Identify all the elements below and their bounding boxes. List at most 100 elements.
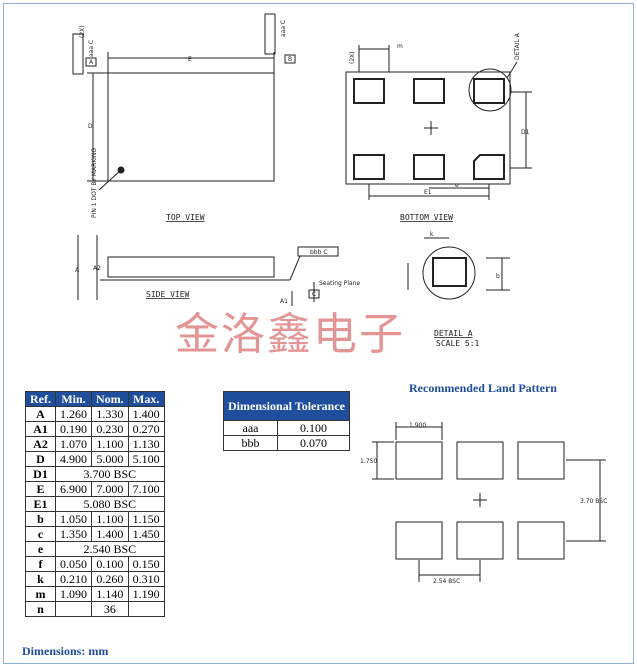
- dim-A2-label: A2: [93, 265, 101, 272]
- cell-ref: n: [25, 601, 56, 617]
- cell-value: 0.070: [276, 435, 351, 451]
- tolerance-header: Dimensional Tolerance: [222, 391, 351, 421]
- cell-min: 4.900: [55, 451, 92, 467]
- cell-max: 0.270: [127, 421, 165, 437]
- cell-nom: 1.140: [91, 586, 129, 602]
- datum-A-box: [85, 57, 97, 67]
- side-view-label: SIDE VIEW: [146, 290, 190, 299]
- cell-min: 1.260: [55, 406, 92, 422]
- detail-a-pad: [432, 257, 467, 287]
- cell-max: 1.450: [127, 526, 165, 542]
- detail-a-magnified-circle: [422, 246, 476, 300]
- bottom-view-label: BOTTOM VIEW: [400, 213, 453, 222]
- land-pad-6: [517, 521, 565, 560]
- table-row: n 36: [25, 601, 165, 617]
- cell-max: [127, 601, 165, 617]
- cell-min: 1.070: [55, 436, 92, 452]
- pad-1: [353, 78, 385, 104]
- dim-m-label: m: [397, 43, 403, 50]
- cell-max: 1.400: [127, 406, 165, 422]
- cell-max: 1.130: [127, 436, 165, 452]
- datum-A-label: A: [89, 59, 94, 66]
- cell-min: 0.210: [55, 571, 92, 587]
- cell-min: 1.050: [55, 511, 92, 527]
- header-max: Max.: [127, 391, 165, 407]
- cell-nom: 5.000: [91, 451, 129, 467]
- land-horizontal-pitch: 2.54 BSC: [433, 578, 460, 585]
- pad-5: [413, 154, 445, 180]
- dim-b-label: b: [496, 273, 500, 280]
- side-view: A A2 bbb C Seating Plane C A1 SIDE VIEW: [75, 235, 360, 306]
- detail-a-label: DETAIL A: [434, 329, 473, 338]
- fc-frame-side: [297, 246, 339, 257]
- header-ref: Ref.: [25, 391, 56, 407]
- page-frame: [3, 3, 634, 664]
- pin1-leader: [98, 169, 122, 191]
- land-pad-height: 1.750: [360, 458, 377, 465]
- top-view-label: TOP VIEW: [166, 213, 205, 222]
- cell-nom: 7.000: [91, 481, 129, 497]
- dim-E1-label: E1: [424, 189, 432, 196]
- cell-max: 0.310: [127, 571, 165, 587]
- land-vertical-pitch: 3.70 BSC: [580, 498, 607, 505]
- cell-min: [55, 601, 92, 617]
- cell-ref: m: [25, 586, 56, 602]
- cell-name: aaa: [223, 420, 278, 436]
- land-pad-2: [456, 441, 504, 480]
- cell-ref: D: [25, 451, 56, 467]
- cell-name: bbb: [223, 435, 278, 451]
- cell-max: 7.100: [127, 481, 165, 497]
- detail-a-callout: DETAIL A: [514, 32, 521, 60]
- pin1-note: PIN 1 DOT BY MARKING: [91, 148, 98, 218]
- cell-nom: 1.400: [91, 526, 129, 542]
- cell-ref: f: [25, 556, 56, 572]
- dim-2x-bottom: (2X): [349, 51, 356, 64]
- cell-ref: b: [25, 511, 56, 527]
- watermark: 金洛鑫电子: [175, 309, 405, 360]
- cell-span: 3.700 BSC: [55, 466, 165, 482]
- dim-k-label: k: [430, 231, 434, 238]
- land-pattern: 1.900 1.750 3.70 BSC 2.54 BSC: [360, 422, 607, 585]
- fc-top-text: aaa C: [280, 20, 287, 37]
- cell-ref: E1: [25, 496, 56, 512]
- datum-B-label: B: [288, 56, 292, 63]
- cell-nom: 0.260: [91, 571, 129, 587]
- cell-min: 0.190: [55, 421, 92, 437]
- cell-nom: 0.230: [91, 421, 129, 437]
- dim-2x-label: (2X): [79, 25, 86, 38]
- dim-A1-label: A1: [280, 298, 288, 305]
- cell-min: 0.050: [55, 556, 92, 572]
- cell-nom: 36: [91, 601, 129, 617]
- cell-nom: 1.100: [91, 511, 129, 527]
- cell-min: 1.090: [55, 586, 92, 602]
- detail-a-leader: [506, 61, 518, 79]
- land-pad-1: [395, 441, 443, 480]
- cell-nom: 0.100: [91, 556, 129, 572]
- top-view-body: [107, 72, 275, 182]
- dim-D-label: D: [88, 123, 93, 130]
- cell-min: 6.900: [55, 481, 92, 497]
- cell-min: 1.350: [55, 526, 92, 542]
- dim-D1-label: D1: [521, 129, 530, 136]
- datum-C-label: C: [312, 291, 316, 298]
- cell-max: 1.190: [127, 586, 165, 602]
- header-min: Min.: [55, 391, 92, 407]
- fc-side-text: bbb C: [310, 249, 328, 256]
- top-view: E D aaa C A aaa C B (2X) PIN 1 DOT BY MA…: [72, 13, 296, 222]
- cell-max: 5.100: [127, 451, 165, 467]
- header-nom: Nom.: [91, 391, 129, 407]
- cell-max: 1.150: [127, 511, 165, 527]
- land-pad-3: [517, 441, 565, 480]
